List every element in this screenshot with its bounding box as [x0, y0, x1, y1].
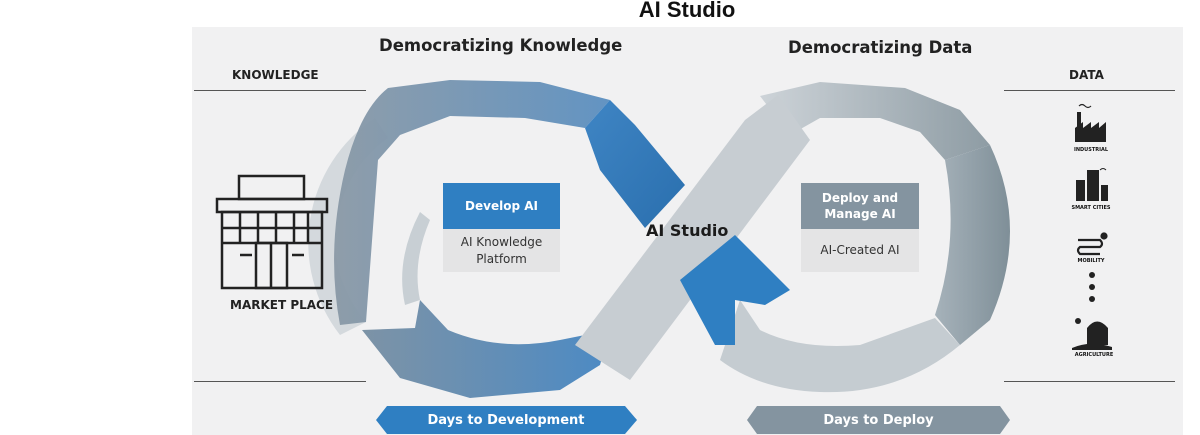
banner-days-to-development: Days to Development — [427, 412, 585, 428]
more-dots-icon — [1089, 272, 1095, 302]
banner-days-to-deploy: Days to Deploy — [823, 412, 934, 428]
data-top-rule — [1004, 90, 1175, 91]
data-bottom-rule — [1004, 381, 1175, 382]
deploy-ai-box-header: Deploy and Manage AI — [801, 183, 919, 229]
left-loop-top-arc — [334, 80, 610, 325]
data-label-industrial: INDUSTRIAL — [1073, 147, 1109, 153]
barn-icon — [1072, 318, 1112, 350]
heading-democratizing-knowledge: Democratizing Knowledge — [379, 36, 623, 55]
deploy-ai-box-body: AI-Created AI — [801, 229, 919, 272]
right-loop-right-arc — [935, 145, 1010, 345]
right-loop-top-arc — [760, 82, 990, 160]
buildings-icon — [1076, 168, 1108, 201]
left-loop-outer-arc — [308, 118, 388, 335]
platform-label: Platform — [476, 251, 527, 266]
diagonal-grey-band — [575, 95, 810, 380]
right-loop-bottom-arc — [720, 300, 960, 393]
factory-icon — [1075, 103, 1106, 142]
page-title: AI Studio — [638, 0, 736, 22]
develop-ai-label: Develop AI — [465, 199, 538, 213]
market-place-building-icon — [215, 174, 329, 290]
ai-knowledge-label: AI Knowledge — [460, 234, 543, 249]
left-loop-bottom-arc — [362, 300, 610, 398]
data-label-smart-cities: SMART CITIES — [1071, 205, 1111, 211]
heading-democratizing-data: Democratizing Data — [788, 38, 973, 57]
manage-ai-label: Manage AI — [824, 207, 896, 221]
banner-left-shape — [376, 406, 637, 434]
center-ai-studio-label: AI Studio — [646, 221, 729, 240]
banner-right-shape — [747, 406, 1010, 434]
knowledge-bottom-rule — [194, 381, 366, 382]
data-label-mobility: MOBILITY — [1077, 258, 1105, 264]
left-loop-inner-arc — [402, 212, 430, 305]
data-label-agriculture: AGRICULTURE — [1074, 352, 1114, 358]
diagonal-blue-lower — [680, 235, 790, 345]
knowledge-title: KNOWLEDGE — [232, 68, 319, 82]
route-icon — [1076, 232, 1108, 256]
develop-ai-box-header: Develop AI — [443, 183, 560, 229]
market-place-label: MARKET PLACE — [230, 298, 334, 312]
ai-created-ai-label: AI-Created AI — [820, 243, 900, 257]
deploy-and-label: Deploy and — [821, 191, 899, 205]
develop-ai-box-body: AI Knowledge Platform — [443, 229, 560, 272]
diagonal-blue-upper — [585, 100, 685, 228]
knowledge-top-rule — [194, 90, 366, 91]
data-title: DATA — [1069, 68, 1104, 82]
